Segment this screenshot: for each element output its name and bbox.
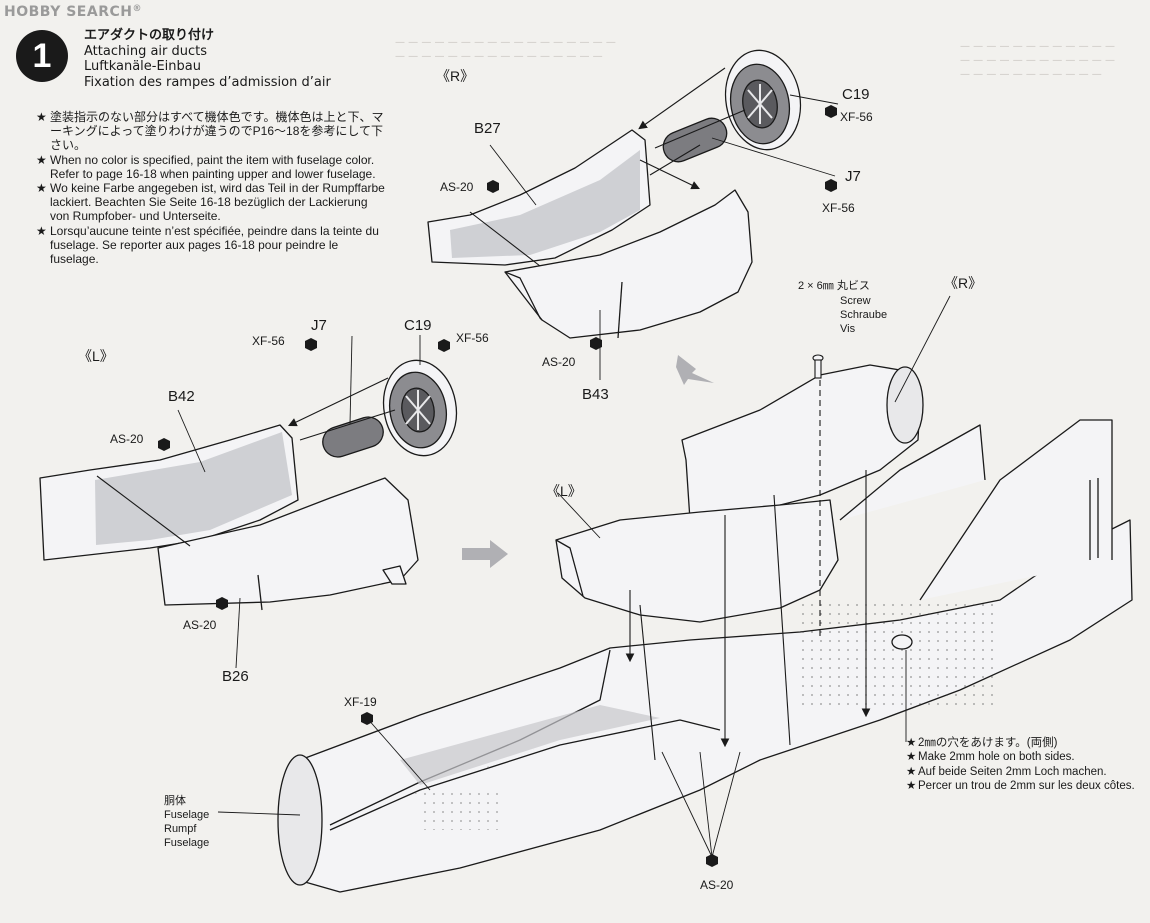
part-c19-right: C19	[842, 86, 870, 103]
paint-as20-right-top: AS-20	[440, 180, 474, 194]
paint-xf56-right-1: XF-56	[840, 110, 873, 124]
paint-hex-icon	[825, 105, 837, 118]
step-title: エアダクトの取り付け Attaching air ducts Luftkanäl…	[84, 28, 331, 90]
c19-right-wheel	[724, 49, 802, 151]
paint-hex-icon	[487, 180, 499, 193]
paint-hex-icon	[158, 438, 170, 451]
part-j7-right: J7	[845, 168, 861, 185]
side-mark-left-fuselage: 《L》	[546, 483, 582, 499]
star-bullet-icon: ★	[906, 737, 917, 749]
fuselage-body	[277, 419, 1133, 893]
fuselage-right-duct	[681, 364, 924, 531]
bleed-through-text: — — — — — — — — — — — — — — — — — — — — …	[960, 41, 1115, 80]
paint-as20-fuselage: AS-20	[700, 878, 734, 892]
side-mark-left-top: 《L》	[78, 348, 114, 364]
hole-note-en: ★Make 2mm hole on both sides.	[906, 751, 1075, 764]
paint-hex-icon	[216, 597, 228, 610]
screw-label-en: Screw	[840, 295, 871, 307]
left-duct-b42	[39, 424, 299, 561]
paint-as20-left-bottom: AS-20	[183, 618, 217, 632]
part-j7-left: J7	[311, 317, 327, 334]
note-en: ★When no color is specified, paint the i…	[36, 152, 376, 181]
paint-hex-icon	[590, 337, 602, 350]
watermark-brand: HOBBY SEARCH	[4, 4, 133, 20]
star-bullet-icon: ★	[36, 223, 47, 238]
right-duct-b27	[427, 129, 651, 266]
fuselage-left-duct	[555, 499, 839, 623]
star-bullet-icon: ★	[36, 110, 47, 124]
hole-drilling-note: ★2㎜の穴をあけます。(両側) ★Make 2mm hole on both s…	[906, 736, 1138, 794]
paint-hex-icon	[305, 338, 317, 351]
step-number-badge: 1	[16, 30, 68, 82]
screw-icon	[812, 354, 824, 379]
star-bullet-icon: ★	[36, 181, 47, 196]
watermark-registered: ®	[132, 4, 142, 14]
watermark: HOBBY SEARCH®	[4, 4, 142, 20]
step-title-jp: エアダクトの取り付け	[84, 28, 215, 43]
fuselage-label-en: Fuselage	[164, 809, 210, 821]
part-c19-left: C19	[404, 317, 432, 334]
screw-label-de: Schraube	[840, 309, 888, 321]
note-fr: ★Lorsqu’aucune teinte n’est spécifiée, p…	[36, 223, 379, 267]
note-de: ★Wo keine Farbe angegeben ist, wird das …	[36, 181, 385, 224]
part-b42: B42	[168, 388, 195, 405]
fuselage-label-fr: Fuselage	[164, 837, 210, 849]
paint-hex-icon	[361, 712, 373, 725]
paint-hex-icon	[706, 854, 718, 867]
j7-right-cylinder	[662, 117, 728, 163]
direction-arrow-icon	[462, 355, 714, 568]
bleed-through-text: — — — — — — — — — — — — — — — — — — — — …	[395, 37, 616, 62]
paint-hex-icon	[825, 179, 837, 192]
note-jp: ★塗装指示のない部分はすべて機体色です。機体色は上と下、マーキングによって塗りわ…	[36, 110, 384, 153]
step-title-de: Luftkanäle-Einbau	[84, 59, 201, 74]
step-title-fr: Fixation des rampes d’admission d’air	[84, 74, 331, 90]
left-duct-b26	[157, 477, 419, 611]
paint-xf19: XF-19	[344, 695, 377, 709]
hole-note-fr: ★Percer un trou de 2mm sur les deux côte…	[906, 780, 1135, 793]
paint-hex-icon	[158, 105, 837, 867]
paint-as20-left-top: AS-20	[110, 432, 144, 446]
part-b27: B27	[474, 120, 501, 137]
side-mark-right-fuselage: 《R》	[944, 275, 983, 291]
star-bullet-icon: ★	[906, 765, 917, 778]
painting-notes: ★塗装指示のない部分はすべて機体色です。機体色は上と下、マーキングによって塗りわ…	[36, 110, 386, 266]
screw-label-jp: 2 × 6㎜ 丸ビス	[798, 280, 870, 292]
paint-xf56-left-2: XF-56	[456, 331, 489, 345]
part-b26: B26	[222, 668, 249, 685]
star-bullet-icon: ★	[906, 780, 917, 793]
j7-left-cylinder	[322, 416, 384, 458]
screw-label-fr: Vis	[840, 323, 856, 335]
side-mark-right-top: 《R》	[436, 68, 475, 84]
c19-left-wheel	[382, 359, 458, 457]
paint-xf56-right-2: XF-56	[822, 201, 855, 215]
paint-as20-right-bottom: AS-20	[542, 355, 576, 369]
star-bullet-icon: ★	[36, 152, 47, 167]
hole-note-de: ★Auf beide Seiten 2mm Loch machen.	[906, 765, 1107, 778]
part-b43: B43	[582, 386, 609, 403]
fuselage-label-de: Rumpf	[164, 823, 197, 835]
right-duct-b43	[504, 189, 753, 339]
star-bullet-icon: ★	[906, 751, 917, 764]
hole-note-jp: ★2㎜の穴をあけます。(両側)	[906, 737, 1058, 749]
fuselage-label-jp: 胴体	[164, 795, 186, 807]
paint-hex-icon	[438, 339, 450, 352]
paint-xf56-left-1: XF-56	[252, 334, 285, 348]
step-title-en: Attaching air ducts	[84, 43, 208, 59]
